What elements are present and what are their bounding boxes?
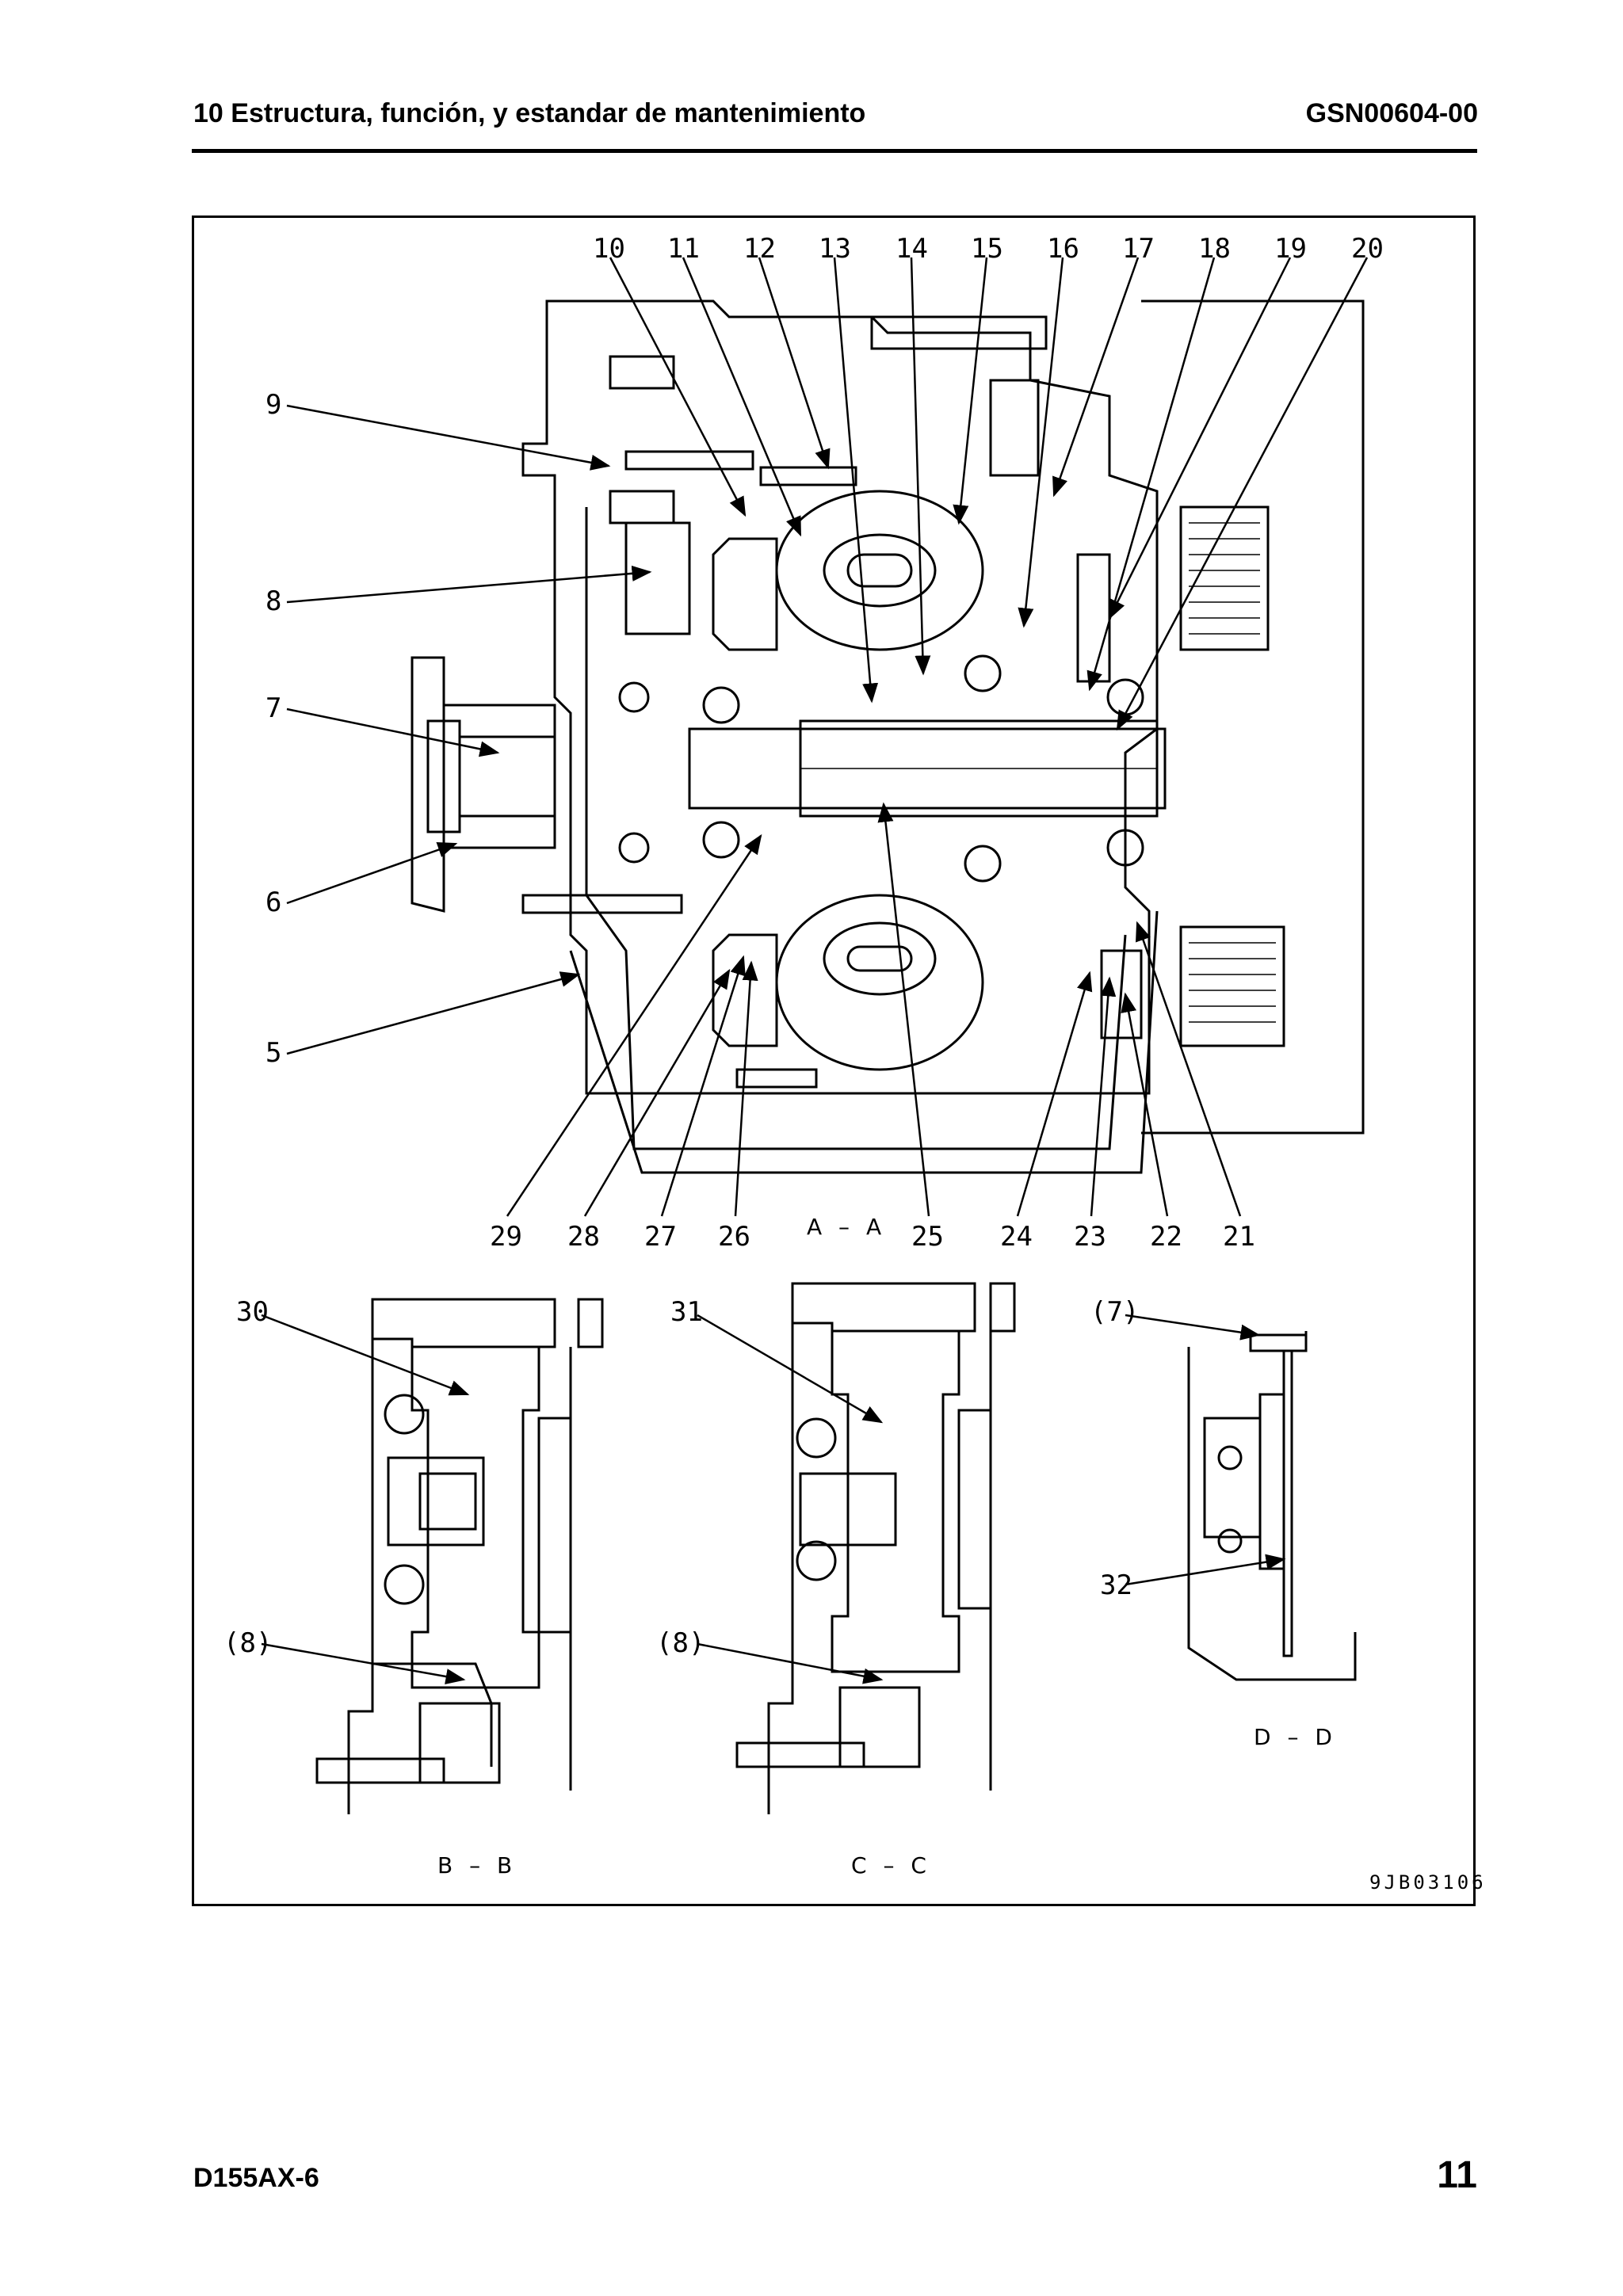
hatch-lines bbox=[1189, 522, 1276, 1023]
callout-9: 9 bbox=[265, 389, 281, 421]
callout-26: 26 bbox=[718, 1221, 750, 1253]
callout-17: 17 bbox=[1122, 233, 1155, 265]
bottom-callouts: 29 28 27 26 25 24 23 22 21 bbox=[490, 1221, 1255, 1253]
callout-10: 10 bbox=[593, 233, 625, 265]
callout-24: 24 bbox=[1000, 1221, 1033, 1253]
page-number: 11 bbox=[1437, 2154, 1477, 2196]
callout-20: 20 bbox=[1351, 233, 1384, 265]
callout-14: 14 bbox=[896, 233, 928, 265]
section-label-bb: B – B bbox=[437, 1852, 517, 1878]
callout-25: 25 bbox=[911, 1221, 944, 1253]
header-divider bbox=[192, 149, 1477, 153]
callout-31: 31 bbox=[670, 1296, 703, 1328]
top-callouts: 10 11 12 13 14 15 16 17 18 19 20 bbox=[593, 233, 1384, 265]
document-code: GSN00604-00 bbox=[1305, 98, 1478, 128]
leader-lines-main bbox=[286, 257, 1369, 1217]
section-bb-drawing bbox=[315, 1298, 604, 1814]
callout-18: 18 bbox=[1198, 233, 1231, 265]
callout-8-bb: (8) bbox=[223, 1627, 272, 1659]
callout-19: 19 bbox=[1274, 233, 1307, 265]
footer-model: D155AX-6 bbox=[193, 2163, 319, 2193]
callout-8-cc: (8) bbox=[656, 1627, 705, 1659]
callout-6: 6 bbox=[265, 887, 281, 918]
section-label-dd: D – D bbox=[1254, 1724, 1337, 1750]
section-dd-drawing bbox=[1187, 1331, 1357, 1681]
leader-lines-cc bbox=[697, 1314, 884, 1684]
main-section-drawing bbox=[411, 299, 1365, 1174]
callout-11: 11 bbox=[667, 233, 700, 265]
callout-22: 22 bbox=[1150, 1221, 1182, 1253]
callout-7: 7 bbox=[265, 692, 281, 724]
callout-23: 23 bbox=[1074, 1221, 1106, 1253]
page-header-title: 10 Estructura, función, y estandar de ma… bbox=[193, 98, 866, 128]
callout-12: 12 bbox=[743, 233, 776, 265]
callout-28: 28 bbox=[567, 1221, 600, 1253]
drawing-code: 9JB03106 bbox=[1369, 1871, 1487, 1894]
callout-32: 32 bbox=[1100, 1569, 1132, 1601]
leader-lines-bb bbox=[261, 1314, 470, 1684]
callout-15: 15 bbox=[971, 233, 1003, 265]
leader-lines-dd bbox=[1125, 1314, 1286, 1586]
callout-29: 29 bbox=[490, 1221, 522, 1253]
section-label-aa: A – A bbox=[807, 1214, 886, 1240]
callout-27: 27 bbox=[644, 1221, 677, 1253]
figure-frame bbox=[192, 215, 1476, 1906]
callout-13: 13 bbox=[819, 233, 851, 265]
callout-5: 5 bbox=[265, 1037, 281, 1069]
callout-7-dd: (7) bbox=[1090, 1296, 1139, 1328]
left-callouts: 9 8 7 6 5 bbox=[265, 389, 281, 1069]
callout-8: 8 bbox=[265, 585, 281, 617]
callout-16: 16 bbox=[1047, 233, 1079, 265]
section-cc-drawing bbox=[735, 1282, 1016, 1814]
section-label-cc: C – C bbox=[851, 1852, 931, 1878]
callout-30: 30 bbox=[236, 1296, 269, 1328]
callout-21: 21 bbox=[1223, 1221, 1255, 1253]
